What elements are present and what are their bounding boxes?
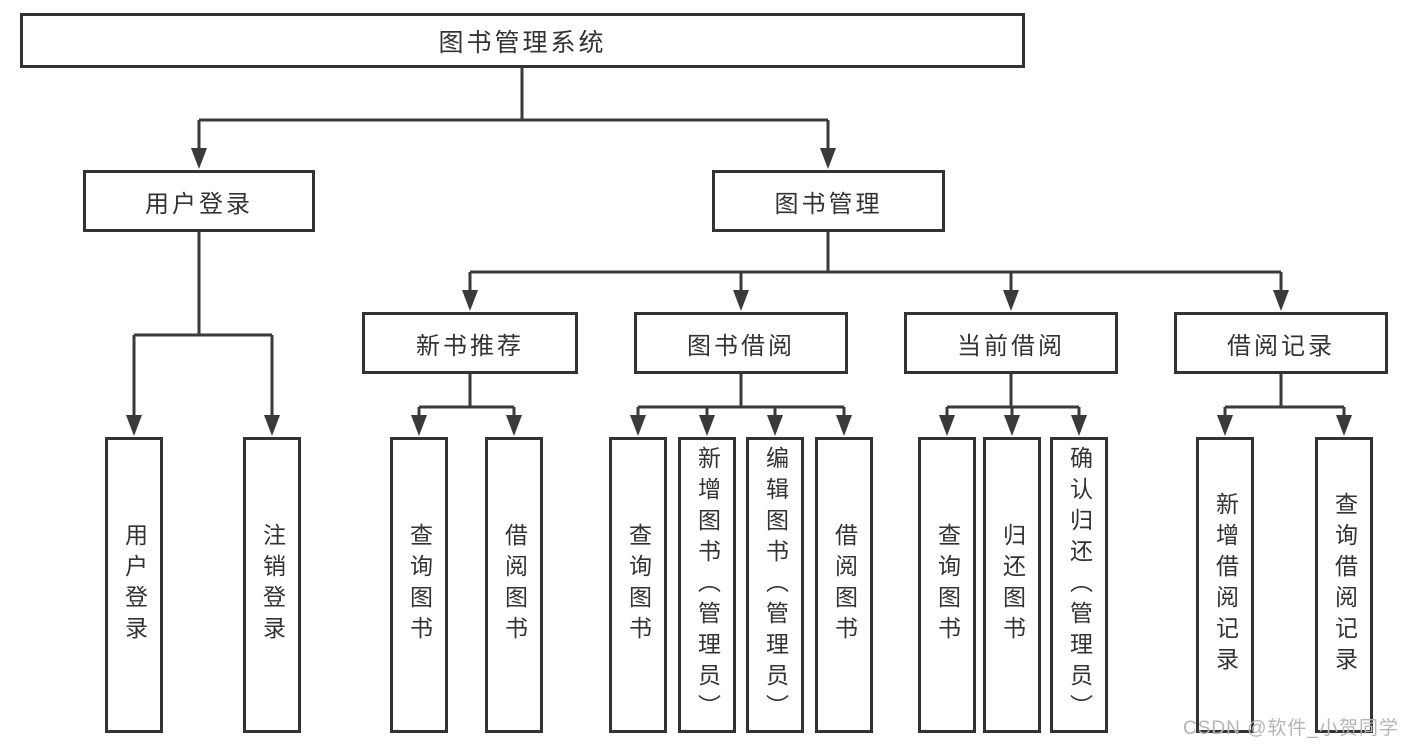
leaf-borrow-books-2: 借阅图书 [815,437,873,733]
leaf-return-book: 归还图书 [983,437,1041,733]
node-borrow-records: 借阅记录 [1174,312,1388,374]
leaf-user-login-label: 用户登录 [121,523,148,647]
node-root: 图书管理系统 [20,13,1025,68]
node-user-login: 用户登录 [83,170,315,232]
node-new-book-recommend: 新书推荐 [362,312,578,374]
leaf-add-borrow-record: 新增借阅记录 [1196,437,1254,733]
leaf-query-books-recommend: 查询图书 [390,437,448,733]
node-book-borrow: 图书借阅 [634,312,848,374]
leaf-edit-book-admin: 编辑图书（管理员） [746,437,804,733]
leaf-return-book-label: 归还图书 [999,523,1026,647]
csdn-watermark: CSDN @软件_小贺同学 [1183,718,1399,739]
leaf-query-borrow-record: 查询借阅记录 [1315,437,1373,733]
leaf-confirm-return-admin: 确认归还（管理员） [1050,437,1108,733]
leaf-borrow-books-recommend-label: 借阅图书 [501,523,528,647]
node-current-borrow: 当前借阅 [904,312,1118,374]
node-root-label: 图书管理系统 [438,28,607,57]
node-book-borrow-label: 图书借阅 [687,332,795,360]
node-current-borrow-label: 当前借阅 [957,332,1065,360]
leaf-borrow-books-2-label: 借阅图书 [831,523,858,647]
leaf-query-borrow-record-label: 查询借阅记录 [1331,492,1358,678]
leaf-confirm-return-admin-label: 确认归还（管理员） [1066,445,1093,725]
leaf-query-books-current: 查询图书 [918,437,976,733]
node-user-login-label: 用户登录 [145,190,253,218]
leaf-add-borrow-record-label: 新增借阅记录 [1212,492,1239,678]
leaf-logout: 注销登录 [243,437,301,733]
node-new-book-recommend-label: 新书推荐 [416,332,524,360]
leaf-borrow-books-recommend: 借阅图书 [485,437,543,733]
leaf-query-books-recommend-label: 查询图书 [406,523,433,647]
leaf-edit-book-admin-label: 编辑图书（管理员） [762,445,789,725]
leaf-logout-label: 注销登录 [259,523,286,647]
leaf-add-book-admin: 新增图书（管理员） [678,437,736,733]
leaf-query-books-current-label: 查询图书 [934,523,961,647]
leaf-add-book-admin-label: 新增图书（管理员） [694,445,721,725]
leaf-query-books-borrow-label: 查询图书 [625,523,652,647]
leaf-query-books-borrow: 查询图书 [609,437,667,733]
node-borrow-records-label: 借阅记录 [1227,332,1335,360]
node-book-management: 图书管理 [712,170,945,232]
leaf-user-login: 用户登录 [105,437,163,733]
node-book-management-label: 图书管理 [774,190,883,218]
